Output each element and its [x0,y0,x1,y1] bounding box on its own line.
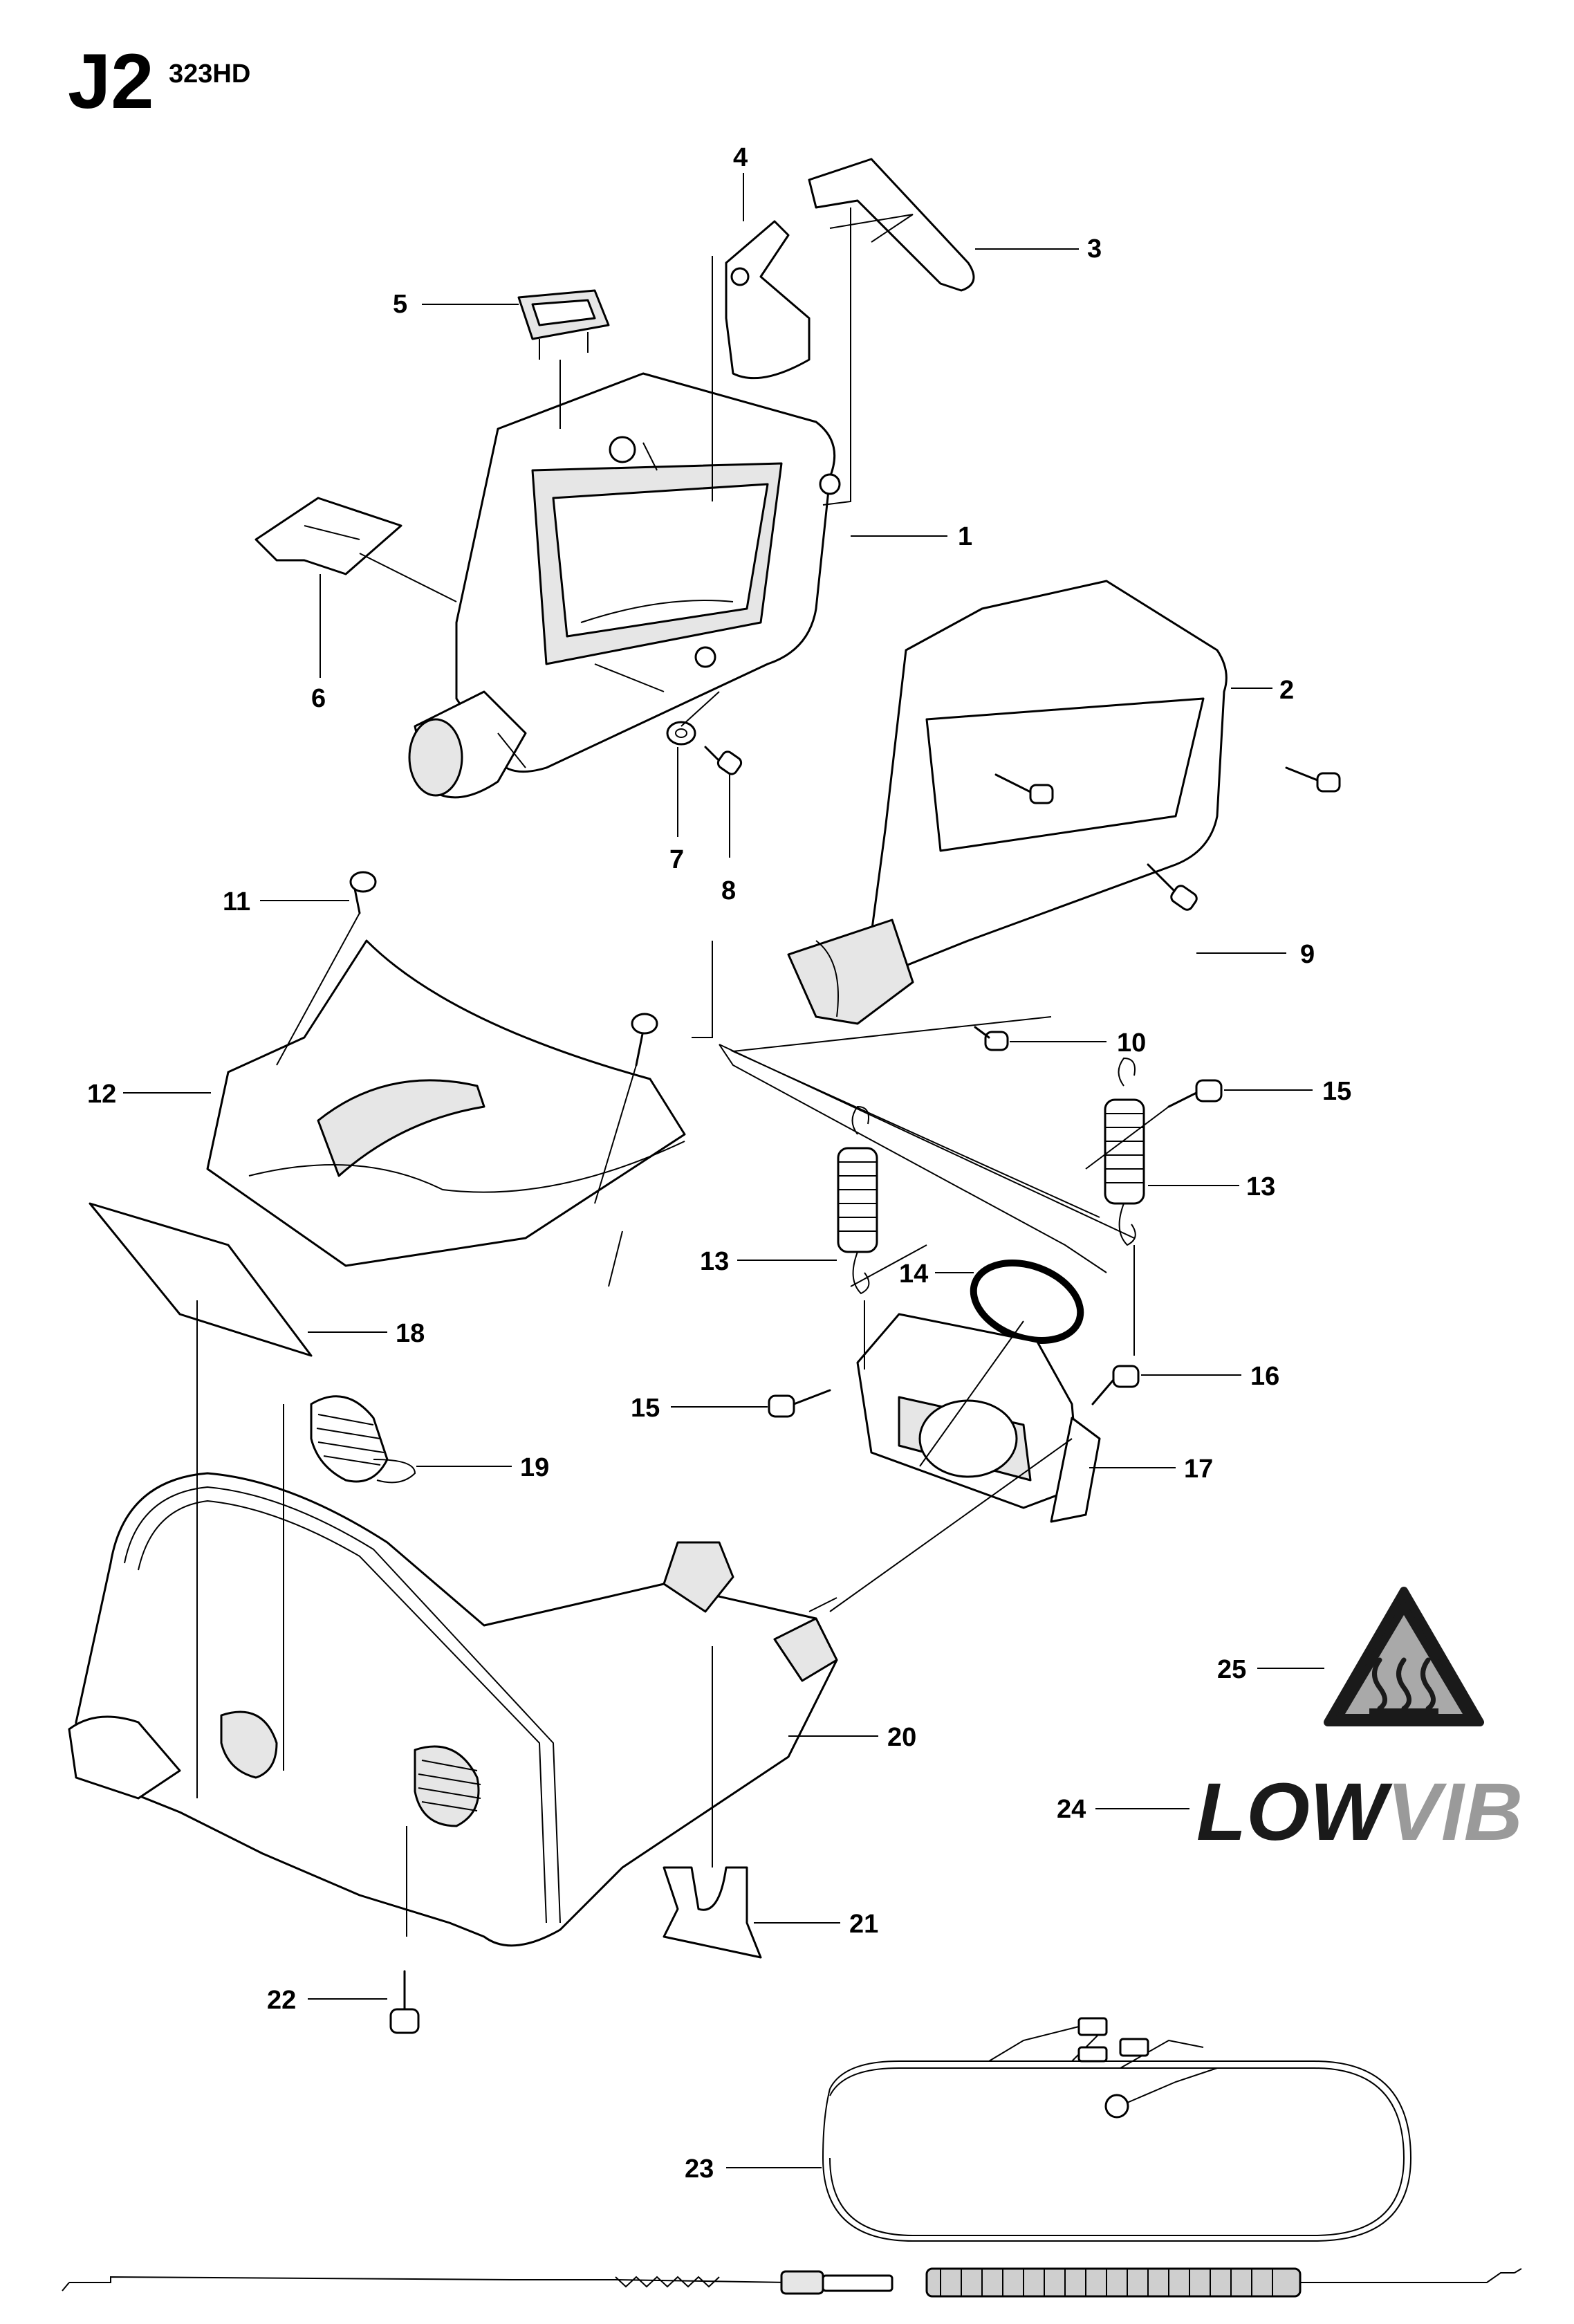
callout-23: 23 [685,2155,822,2184]
svg-text:7: 7 [669,845,684,874]
svg-text:22: 22 [267,1986,296,2015]
part-21-clip [663,1866,762,1959]
part-24-lowvib-decal: LOWVIB [1196,1767,1523,1858]
part-14-o-ring [970,1259,1084,1345]
callout-10: 10 [1010,1029,1146,1058]
part-19-spring [310,1395,416,1484]
svg-text:3: 3 [1087,234,1102,264]
svg-text:11: 11 [223,887,250,916]
part-20-front-handle [68,1472,838,1947]
svg-text:16: 16 [1250,1362,1279,1391]
callout-9: 9 [1196,940,1315,969]
svg-text:9: 9 [1300,940,1315,969]
svg-text:10: 10 [1117,1029,1146,1058]
part-15-screw-left [768,1389,831,1418]
svg-text:2: 2 [1279,676,1294,705]
part-13-spring-right [1104,1057,1145,1246]
svg-text:13: 13 [700,1247,729,1276]
callout-14: 14 [899,1260,974,1289]
callout-12: 12 [87,1080,211,1109]
svg-text:17: 17 [1184,1455,1213,1484]
svg-text:15: 15 [631,1394,660,1423]
callout-7: 7 [669,747,684,874]
svg-text:23: 23 [685,2155,714,2184]
hot-surface-warning-icon [1324,1587,1484,1726]
part-15-screw-right [1167,1079,1223,1108]
callout-22: 22 [267,1986,387,2015]
part-4-throttle-trigger [725,220,811,380]
callout-2: 2 [1231,676,1294,705]
svg-text:8: 8 [721,876,736,905]
svg-text:1: 1 [958,522,972,551]
part-10-screw [974,1026,1009,1051]
svg-text:20: 20 [887,1723,916,1752]
callout-16: 16 [1141,1362,1279,1391]
part-3-throttle-lockout [808,158,975,292]
callout-4: 4 [733,143,748,221]
part-11-screw [349,871,658,1067]
callout-15-left: 15 [631,1394,768,1423]
callout-24: 24 [1057,1795,1189,1824]
part-8-screw [704,746,743,775]
callout-20: 20 [788,1723,916,1752]
lowvib-logo: LOWVIB [1196,1767,1523,1858]
svg-text:14: 14 [899,1260,928,1289]
part-2-cover [787,580,1228,1025]
callout-18: 18 [308,1319,425,1348]
page-code: J2 [68,38,154,124]
part-12-guard [206,939,686,1267]
callout-3: 3 [975,234,1102,264]
svg-text:6: 6 [311,684,326,713]
callout-6: 6 [311,574,326,713]
part-23-throttle-cable [62,2017,1522,2298]
cover-screws [994,766,1341,804]
callout-15-right: 15 [1224,1077,1351,1106]
part-6-trigger-lock [254,497,402,575]
part-17-damper-block [856,1313,1101,1523]
svg-text:5: 5 [393,290,407,319]
part-16-screw [1091,1365,1140,1405]
callout-8: 8 [721,775,736,905]
part-22-screw [389,1970,420,2034]
part-5-stop-switch [517,289,610,360]
part-18-decal [89,1202,313,1357]
callout-13-left: 13 [700,1247,837,1276]
part-7-washer [666,721,696,746]
callout-13-right: 13 [1148,1172,1275,1201]
svg-text:21: 21 [849,1910,878,1939]
part-13-spring-left [837,1105,878,1295]
svg-text:13: 13 [1246,1172,1275,1201]
svg-text:12: 12 [87,1080,116,1109]
callout-11: 11 [223,887,349,916]
callout-21: 21 [754,1910,878,1939]
part-1-handle-housing [408,372,841,799]
svg-text:15: 15 [1322,1077,1351,1106]
svg-text:18: 18 [396,1319,425,1348]
callout-17: 17 [1089,1455,1213,1484]
svg-text:25: 25 [1217,1655,1246,1684]
svg-text:24: 24 [1057,1795,1086,1824]
svg-text:4: 4 [733,143,748,172]
callout-19: 19 [416,1453,549,1482]
callout-5: 5 [393,290,519,319]
model-name: 323HD [169,59,251,89]
callout-25: 25 [1217,1655,1324,1684]
svg-text:19: 19 [520,1453,549,1482]
part-9-screw [1147,863,1198,911]
assembly-lines [196,208,1169,1937]
callout-1: 1 [851,522,972,551]
